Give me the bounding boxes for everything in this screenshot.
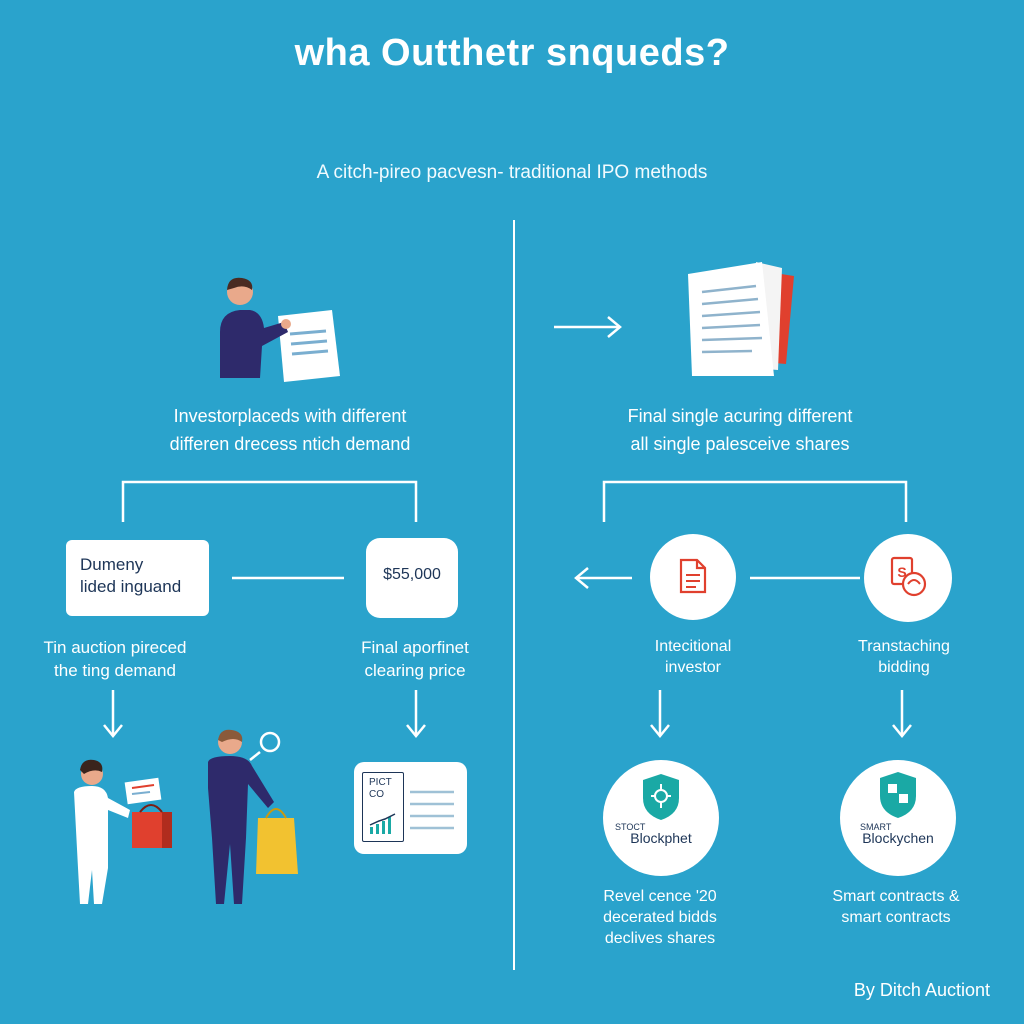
right-flow-lines	[574, 480, 912, 738]
blockchain-shield-icon	[643, 774, 679, 820]
footer-credit: By Ditch Auctiont	[853, 980, 990, 1000]
institutional-investor-line1: Intecitional	[654, 638, 732, 655]
document-icon	[650, 534, 736, 620]
page-title: wha Outthetr snqueds?	[294, 32, 730, 74]
auction-label-line1: Tin auction pireced	[43, 638, 187, 657]
smart-contracts-text: Smart contracts & smart contracts	[806, 886, 986, 928]
left-caption-line2: differen drecess ntich demand	[169, 434, 411, 454]
right-caption-line1: Final single acuring different	[627, 406, 853, 426]
institutional-investor-line2: investor	[664, 659, 722, 676]
bid-demand-box-line2: lided inguand	[80, 577, 182, 596]
person-presenting-document-icon	[210, 272, 345, 384]
bidding-label-line2: bidding	[878, 659, 930, 676]
bid-demand-box-line1: Dumeny	[80, 555, 144, 574]
badge-right-name: Blockychen	[862, 830, 934, 846]
page-subtitle: A citch-pireo pacvesn- traditional IPO m…	[316, 162, 708, 183]
chart-card-line2: CO	[369, 789, 384, 800]
right-caption-line2: all single palesceive shares	[630, 434, 850, 454]
arrow-right-icon	[554, 316, 622, 338]
chart-card-line1: PICT	[369, 777, 392, 788]
document-stack-icon	[682, 252, 802, 382]
badge-left-name: Blockphet	[630, 830, 692, 846]
blockchain-shield-icon	[880, 772, 916, 818]
coin-exchange-icon: S	[864, 534, 952, 622]
right-caption: Final single acuring different all singl…	[560, 402, 920, 458]
reveal-bids-line2: decerated bidds	[603, 909, 717, 926]
chart-card-inner: PICT CO	[362, 772, 404, 842]
badge-right-small: SMART	[860, 822, 892, 832]
reveal-bids-line3: declives shares	[604, 930, 716, 947]
price-box: $55,000	[366, 538, 458, 618]
blockchain-badge-right: SMART Blockychen	[840, 760, 956, 876]
price-value: $55,000	[383, 566, 441, 583]
shoppers-with-bags-icon	[62, 728, 302, 910]
reveal-bids-line1: Revel cence '20	[603, 888, 717, 905]
badge-left-small: STOCT	[615, 822, 646, 832]
auction-label: Tin auction pireced the ting demand	[20, 636, 210, 682]
institutional-investor-label: Intecitional investor	[603, 636, 783, 678]
blockchain-badge-left: STOCT Blockphet	[603, 760, 719, 876]
svg-text:S: S	[897, 564, 906, 580]
clearing-price-label-line2: clearing price	[364, 661, 466, 680]
smart-contracts-line2: smart contracts	[841, 909, 951, 926]
bidding-label: Transtaching bidding	[814, 636, 994, 678]
center-divider	[513, 220, 515, 970]
bidding-label-line1: Transtaching	[858, 638, 950, 655]
smart-contracts-line1: Smart contracts &	[832, 888, 960, 905]
auction-label-line2: the ting demand	[54, 661, 176, 680]
left-caption-line1: Investorplaceds with different	[173, 406, 407, 426]
bar-chart-card-icon: PICT CO	[354, 762, 467, 854]
clearing-price-label: Final aporfinet clearing price	[320, 636, 510, 682]
clearing-price-label-line1: Final aporfinet	[361, 638, 469, 657]
bid-demand-box: Dumeny lided inguand	[66, 540, 209, 616]
reveal-bids-text: Revel cence '20 decerated bidds declives…	[570, 886, 750, 949]
left-caption: Investorplaceds with different differen …	[110, 402, 470, 458]
left-flow-lines	[103, 480, 426, 738]
